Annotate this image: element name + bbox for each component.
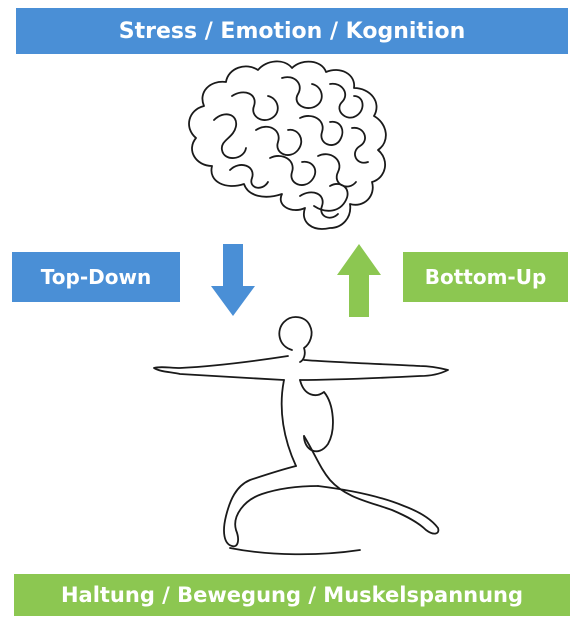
footer-banner: Haltung / Bewegung / Muskelspannung [14,574,570,616]
arrow-up-icon [337,244,381,317]
arrow-down-icon [211,244,255,316]
footer-title: Haltung / Bewegung / Muskelspannung [61,583,523,607]
brain-icon [189,61,386,228]
warrior-pose-icon [154,317,448,554]
